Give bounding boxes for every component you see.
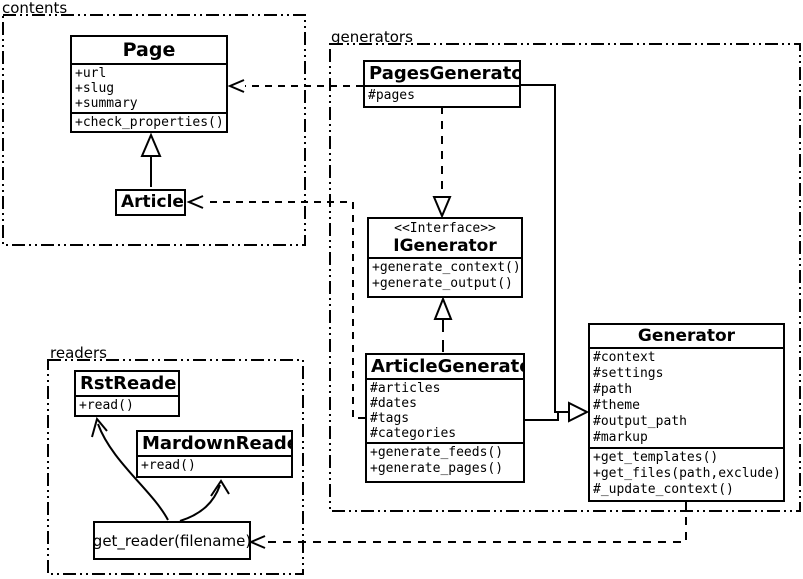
page-attributes: +url +slug +summary bbox=[72, 63, 226, 112]
attribute-line: #output_path bbox=[593, 414, 687, 429]
getreader-to-mardownreader-arrowhead bbox=[210, 479, 230, 497]
method-line: +read() bbox=[141, 458, 196, 473]
class-title-pagesgenerator: PagesGenerator bbox=[369, 63, 521, 84]
generator-methods: +get_templates() +get_files(path,exclude… bbox=[590, 447, 783, 499]
class-title-page: Page bbox=[122, 39, 176, 61]
class-title-igenerator: IGenerator bbox=[393, 236, 497, 256]
getreader-to-mardownreader-curve bbox=[179, 484, 221, 522]
generator-to-getreader-arrowhead bbox=[248, 535, 266, 549]
method-line: #_update_context() bbox=[593, 482, 734, 497]
attribute-line: #path bbox=[593, 382, 633, 397]
attribute-line: #markup bbox=[593, 430, 648, 445]
igenerator-title-compartment: <<Interface>> IGenerator bbox=[369, 219, 521, 257]
method-line: +check_properties() bbox=[75, 115, 224, 130]
pagesgenerator-to-page-arrowhead bbox=[227, 79, 245, 93]
igenerator-methods: +generate_context() +generate_output() bbox=[369, 257, 521, 293]
class-box-mardownreader: MardownReader +read() bbox=[136, 430, 293, 478]
articlegenerator-to-article-dashed-line bbox=[204, 201, 365, 419]
articlegenerator-to-generator-line bbox=[525, 412, 559, 421]
getreader-label: get_reader(filename) bbox=[92, 531, 252, 550]
pagesgenerator-to-igenerator-triangle bbox=[432, 196, 452, 219]
igenerator-stereotype: <<Interface>> bbox=[394, 221, 496, 236]
attribute-line: #context bbox=[593, 350, 656, 365]
pagesgenerator-to-generator-line bbox=[521, 84, 569, 413]
class-box-generator: Generator #context #settings #path #them… bbox=[588, 323, 785, 502]
article-to-page-triangle bbox=[140, 132, 162, 157]
readers-package-border bbox=[47, 359, 304, 575]
class-box-page: Page +url +slug +summary +check_properti… bbox=[70, 35, 228, 133]
class-box-igenerator: <<Interface>> IGenerator +generate_conte… bbox=[367, 217, 523, 298]
generator-inheritance-triangle bbox=[568, 401, 590, 423]
method-line: +read() bbox=[79, 398, 134, 413]
articlegenerator-to-igenerator-triangle bbox=[433, 296, 453, 320]
attribute-line: +slug bbox=[75, 81, 115, 96]
attribute-line: #theme bbox=[593, 398, 640, 413]
class-box-rstreader: RstReader +read() bbox=[74, 370, 180, 417]
method-line: +get_templates() bbox=[593, 450, 719, 465]
method-line: +generate_feeds() bbox=[370, 445, 504, 460]
attribute-line: #settings bbox=[593, 366, 664, 381]
class-title-rstreader: RstReader bbox=[80, 373, 180, 394]
articlegenerator-attributes: #articles #dates #tags #categories bbox=[367, 378, 523, 442]
method-line: +get_files(path,exclude) bbox=[593, 466, 781, 481]
mardownreader-methods: +read() bbox=[138, 455, 291, 475]
attribute-line: +url bbox=[75, 66, 107, 81]
class-box-articlegenerator: ArticleGenerator #articles #dates #tags … bbox=[365, 353, 525, 483]
class-title-mardownreader: MardownReader bbox=[142, 433, 293, 454]
attribute-line: +summary bbox=[75, 96, 138, 111]
generators-package-label: generators bbox=[331, 28, 413, 46]
articlegenerator-methods: +generate_feeds() +generate_pages() bbox=[367, 442, 523, 478]
contents-package-label: contents bbox=[2, 0, 68, 17]
method-line: +generate_output() bbox=[372, 276, 513, 291]
generators-package-border bbox=[329, 43, 801, 512]
class-box-article: Article bbox=[115, 189, 186, 216]
attribute-line: #pages bbox=[368, 88, 415, 103]
method-line: +generate_context() bbox=[372, 260, 521, 275]
class-box-pagesgenerator: PagesGenerator #pages bbox=[363, 60, 521, 108]
attribute-line: #tags bbox=[370, 411, 410, 426]
contents-package-border bbox=[2, 14, 306, 246]
attribute-line: #articles bbox=[370, 381, 441, 396]
class-title-article: Article bbox=[121, 192, 184, 212]
getreader-box: get_reader(filename) bbox=[93, 521, 251, 560]
class-title-articlegenerator: ArticleGenerator bbox=[371, 356, 525, 377]
generator-attributes: #context #settings #path #theme #output_… bbox=[590, 347, 783, 447]
readers-package-label: readers bbox=[50, 344, 107, 362]
method-line: +generate_pages() bbox=[370, 461, 504, 476]
class-title-generator: Generator bbox=[637, 326, 736, 346]
attribute-line: #categories bbox=[370, 426, 457, 441]
getreader-to-rstreader-arrowhead bbox=[91, 416, 108, 438]
pagesgenerator-attributes: #pages bbox=[365, 85, 519, 105]
articlegenerator-to-article-arrowhead bbox=[186, 195, 204, 209]
rstreader-methods: +read() bbox=[76, 395, 178, 415]
generator-to-getreader-dashed-line bbox=[266, 502, 687, 543]
page-methods: +check_properties() bbox=[72, 112, 226, 131]
attribute-line: #dates bbox=[370, 396, 417, 411]
getreader-to-rstreader-curve bbox=[97, 423, 169, 521]
